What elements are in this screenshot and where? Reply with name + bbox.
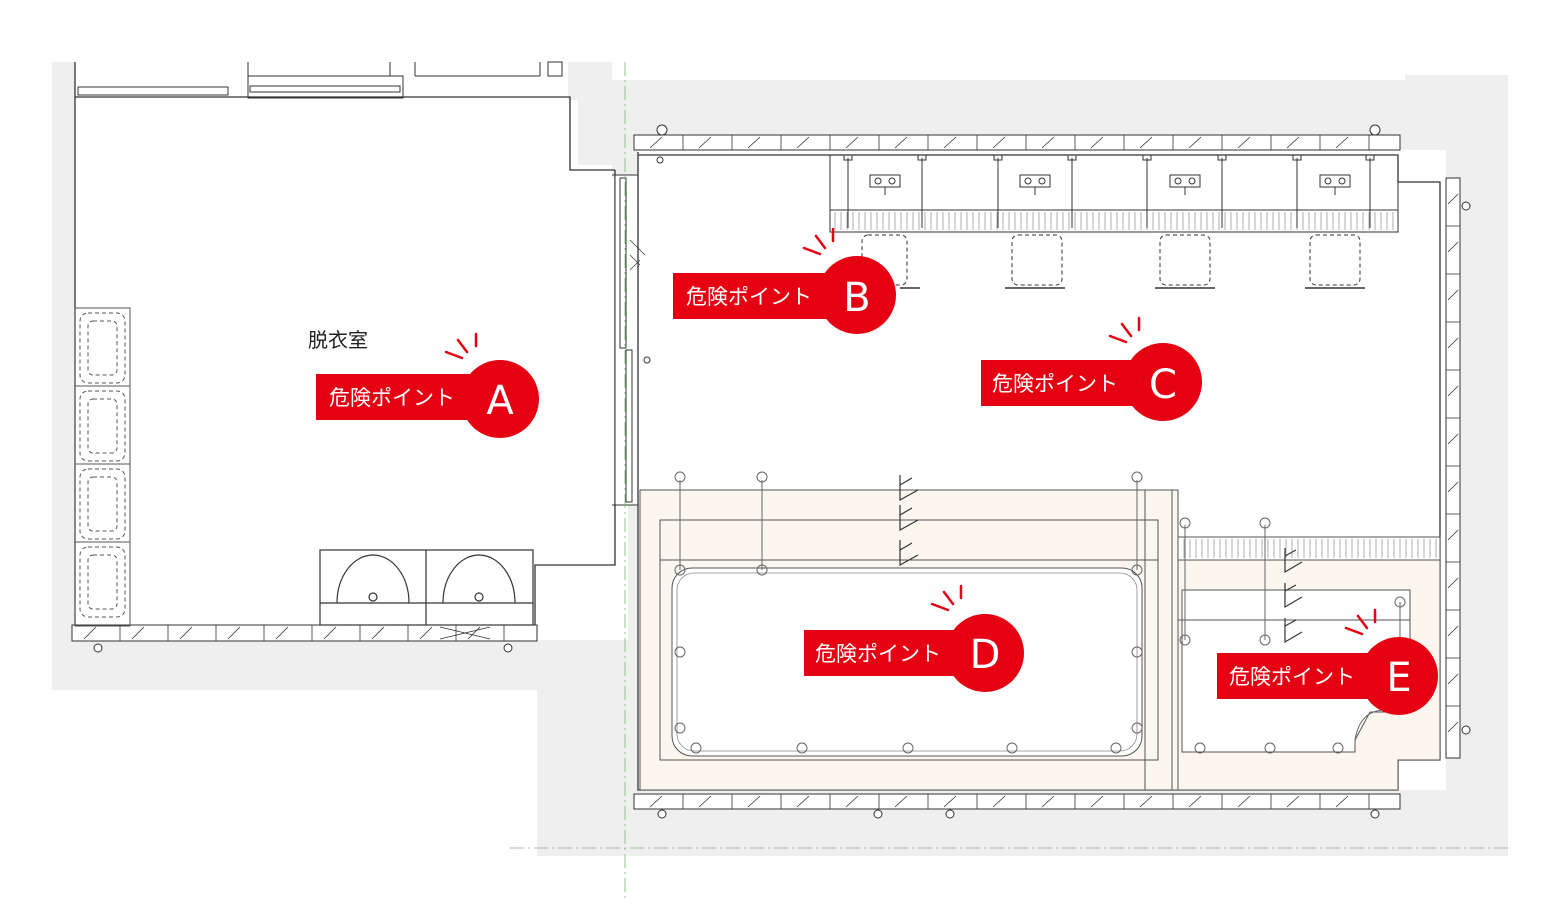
alert-rays-icon: [930, 584, 963, 612]
hazard-letter-circle: [818, 256, 896, 334]
dressing-room-shelves: [74, 307, 131, 627]
hazard-letter-circle: [1124, 343, 1202, 421]
hazard-point-e: 危険ポイント E: [1217, 608, 1438, 715]
hazard-letter: E: [1386, 655, 1411, 701]
hazard-letter: C: [1149, 362, 1177, 408]
shower-counter: [829, 154, 1399, 233]
bathroom-right-wall: [1445, 177, 1471, 759]
hazard-label: 危険ポイント: [815, 642, 941, 666]
hazard-letter: B: [843, 275, 870, 321]
alert-rays-icon: [1344, 608, 1377, 636]
shower-fixtures: [656, 154, 1375, 289]
hazard-point-a: 危険ポイント A: [316, 332, 539, 438]
hazard-point-d: 危険ポイント D: [804, 584, 1024, 692]
alert-rays-icon: [1108, 316, 1141, 344]
hazard-point-b: 危険ポイント B: [673, 227, 896, 334]
hazard-point-c: 危険ポイント C: [981, 316, 1202, 421]
dressing-room-brick-wall: [71, 624, 538, 653]
hazard-letter: D: [970, 632, 1001, 678]
hazard-label: 危険ポイント: [992, 372, 1118, 396]
alert-rays-icon: [802, 227, 835, 256]
hazard-letter: A: [486, 378, 514, 424]
hazard-label: 危険ポイント: [329, 386, 455, 410]
center-lines: [510, 62, 1510, 900]
washbasin-counter: [319, 549, 534, 626]
bathroom-bottom-wall: [633, 793, 1401, 819]
hazard-label: 危険ポイント: [686, 285, 812, 309]
hazard-letter-circle: [461, 360, 539, 438]
main-bath: [639, 471, 1179, 791]
hazard-label: 危険ポイント: [1229, 665, 1355, 689]
hazard-letter-circle: [946, 614, 1024, 692]
room-label: 脱衣室: [308, 328, 368, 352]
bathroom-top-wall: [633, 124, 1401, 151]
hazard-letter-circle: [1360, 637, 1438, 715]
alert-rays-icon: [444, 332, 478, 360]
